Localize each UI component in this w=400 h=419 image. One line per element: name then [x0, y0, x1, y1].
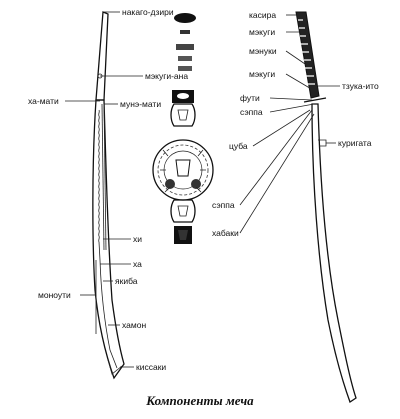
bare-blade [92, 11, 125, 380]
mekugi-pin [180, 30, 190, 34]
fittings-column [152, 13, 214, 244]
seppa-top-washer [170, 103, 196, 127]
tsuka-handle [295, 11, 320, 99]
label-mune-mati: мунэ-мати [120, 99, 161, 109]
leader-lines [65, 11, 340, 368]
hamon-line [98, 109, 118, 369]
diagram-caption: Компоненты меча [145, 393, 254, 408]
label-mekugi-mid: мэкуги [249, 69, 275, 79]
label-monouti: моноути [38, 290, 71, 300]
label-mekugi-ana: мэкуги-ана [145, 71, 188, 81]
label-habaki: хабаки [212, 228, 239, 238]
blade-body [92, 99, 125, 380]
label-futi: фути [240, 93, 260, 103]
label-yakiba: якиба [115, 276, 138, 286]
labels: накаго-дзири мэкуги-ана ха-мати мунэ-мат… [28, 7, 379, 408]
label-seppa-top: сэппа [240, 107, 263, 117]
label-kasira: касира [249, 10, 276, 20]
scabbard-body [311, 103, 357, 403]
label-kissaki: киссаки [136, 362, 166, 372]
tsuba-guard [152, 139, 214, 201]
label-tsuba: цуба [229, 141, 248, 151]
label-tsuka-ito: тзука-ито [342, 81, 379, 91]
label-ha: ха [133, 259, 142, 269]
label-seppa-bottom: сэппа [212, 200, 235, 210]
label-hamon: хамон [122, 320, 146, 330]
blade-groove [101, 103, 105, 251]
assembled-sword [295, 11, 357, 403]
label-hi: хи [133, 234, 142, 244]
kissaki-tip [107, 359, 123, 375]
kasira-cap [174, 13, 196, 23]
label-nakago-dziri: накаго-дзири [122, 7, 174, 17]
seppa-bottom-washer [170, 199, 196, 223]
label-ha-mati: ха-мати [28, 96, 59, 106]
menuki-ornament [176, 44, 194, 50]
blade-tang [95, 11, 109, 101]
label-menuki: мэнуки [249, 46, 277, 56]
label-kurigata: куригата [338, 138, 372, 148]
tsuba-side [303, 97, 327, 103]
label-mekugi-top: мэкуги [249, 27, 275, 37]
